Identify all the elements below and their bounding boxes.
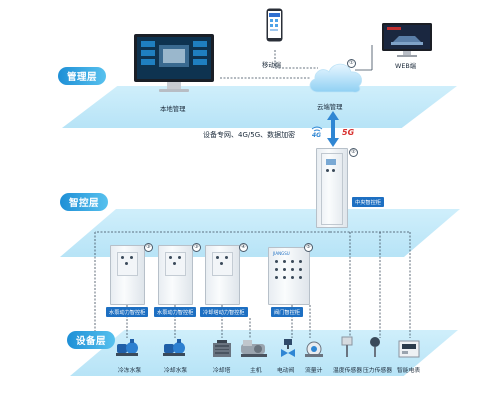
device-label: 冷却水泵: [164, 368, 188, 374]
monitor-icon: [133, 33, 215, 95]
cloud-marker: ①: [347, 59, 356, 68]
badge-4g: 4G: [312, 132, 322, 139]
signal-4g-icon: [309, 124, 325, 138]
cabinet-brand: JIANGSU: [273, 251, 290, 256]
central-cabinet: [316, 148, 348, 228]
device-label: 冷冻水泵: [118, 368, 142, 374]
temp-sensor-icon: [340, 336, 354, 358]
cabinet-2-label: 水泵动力智控柜: [154, 307, 197, 317]
mobile-phone-icon: [266, 8, 283, 42]
central-marker: ②: [349, 148, 358, 157]
pressure-sensor-icon: [368, 336, 382, 358]
cabinet-1-label: 水泵动力智控柜: [106, 307, 149, 317]
layer-tag-device: 设备层: [67, 331, 116, 349]
pump-cabinet-1: [110, 245, 145, 305]
local-management-label: 本地管理: [160, 105, 186, 113]
pump-icon: [115, 338, 141, 358]
cabinet-2-marker: ③: [192, 243, 201, 252]
device-label: 冷却塔: [213, 368, 231, 374]
flowmeter-icon: [305, 340, 323, 358]
cloud-icon: [306, 58, 366, 96]
valve-icon: [280, 338, 296, 358]
device-label: 压力传感器: [363, 368, 392, 374]
device-label: 温度传感器: [333, 368, 362, 374]
tower-cabinet: [205, 245, 240, 305]
cabinet-4-label: 阀门智控柜: [271, 307, 303, 317]
device-label: 主机: [250, 368, 262, 374]
management-plane: [62, 86, 457, 128]
device-label: 流量计: [305, 368, 323, 374]
meter-icon: [398, 340, 420, 358]
pump-icon: [162, 338, 188, 358]
badge-5g: 5G: [342, 128, 355, 137]
device-label: 智能电表: [397, 368, 421, 374]
web-monitor-icon: [381, 22, 433, 58]
cloud-management-label: 云端管理: [317, 103, 343, 111]
mobile-label: 移动端: [262, 61, 282, 69]
pump-cabinet-2: [158, 245, 193, 305]
layer-tag-control: 智控层: [60, 193, 109, 211]
device-label: 电动阀: [277, 368, 295, 374]
cabinet-4-marker: ⑤: [304, 243, 313, 252]
cabinet-3-label: 冷却塔动力智控柜: [200, 307, 248, 317]
chiller-icon: [240, 338, 268, 358]
central-cabinet-label: 中央智控柜: [352, 197, 384, 207]
layer-tag-management: 管理层: [58, 67, 107, 85]
network-label: 设备专网、4G/5G、数据加密: [203, 131, 296, 139]
valve-cabinet: JIANGSU: [268, 247, 310, 305]
cooling-tower-icon: [211, 340, 233, 358]
cabinet-1-marker: ③: [144, 243, 153, 252]
cabinet-3-marker: ④: [239, 243, 248, 252]
web-label: WEB端: [395, 62, 417, 70]
